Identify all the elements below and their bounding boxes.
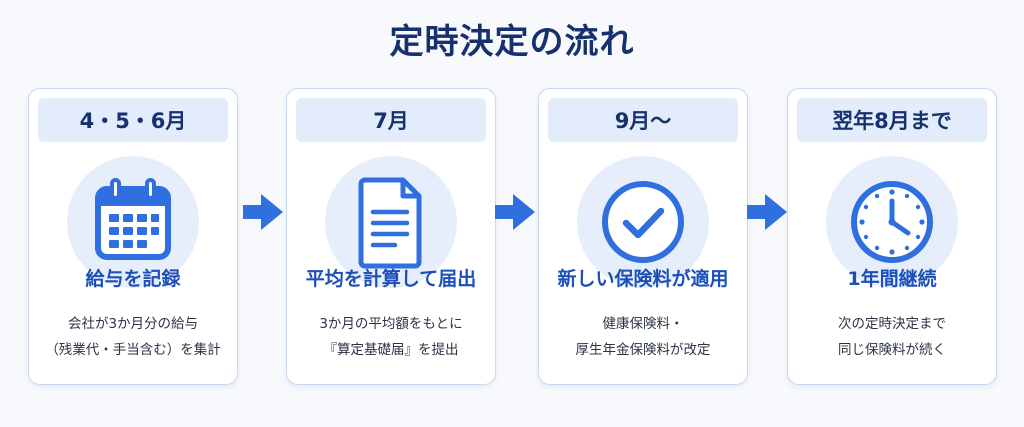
arrow-right-icon (747, 194, 787, 230)
step-card-1: 4・5・6月 給与を記録 会社が3か月分の給与 （残業代・手当含む）を集計 (28, 88, 238, 385)
step-period: 9月〜 (548, 98, 738, 142)
step-description-line: 厚生年金保険料が改定 (575, 342, 711, 358)
document-icon (325, 156, 457, 288)
check-circle-icon (577, 156, 709, 288)
step-card-3: 9月〜 新しい保険料が適用 健康保険料・ 厚生年金保険料が改定 (538, 88, 748, 385)
step-description: 次の定時決定まで 同じ保険料が続く (796, 311, 988, 363)
arrow-right-icon (243, 194, 283, 230)
step-heading: 平均を計算して届出 (305, 268, 477, 290)
step-description: 会社が3か月分の給与 （残業代・手当含む）を集計 (37, 311, 229, 363)
step-period: 4・5・6月 (38, 98, 228, 142)
step-description-line: 会社が3か月分の給与 (67, 316, 199, 332)
diagram-title: 定時決定の流れ (389, 22, 635, 62)
step-description-line: 健康保険料・ (602, 316, 684, 332)
step-description: 健康保険料・ 厚生年金保険料が改定 (547, 311, 739, 363)
step-card-4: 翌年8月まで 1年間継続 次の定時決定まで 同じ保険料が (787, 88, 997, 385)
step-description-line: （残業代・手当含む）を集計 (45, 342, 221, 358)
step-description-line: 3か月の平均額をもとに (319, 316, 463, 332)
step-card-2: 7月 平均を計算して届出 3か月の平均額をもとに 『算定基礎届』を提出 (286, 88, 496, 385)
step-period: 7月 (296, 98, 486, 142)
step-heading: 1年間継続 (847, 268, 937, 290)
step-heading: 新しい保険料が適用 (557, 268, 729, 290)
calendar-icon (67, 156, 199, 288)
step-description-line: 同じ保険料が続く (838, 342, 946, 358)
step-period: 翌年8月まで (797, 98, 987, 142)
step-description-line: 『算定基礎届』を提出 (323, 342, 459, 358)
arrow-right-icon (495, 194, 535, 230)
step-description: 3か月の平均額をもとに 『算定基礎届』を提出 (295, 311, 487, 363)
clock-icon (826, 156, 958, 288)
step-heading: 給与を記録 (85, 268, 181, 290)
step-description-line: 次の定時決定まで (838, 316, 946, 332)
